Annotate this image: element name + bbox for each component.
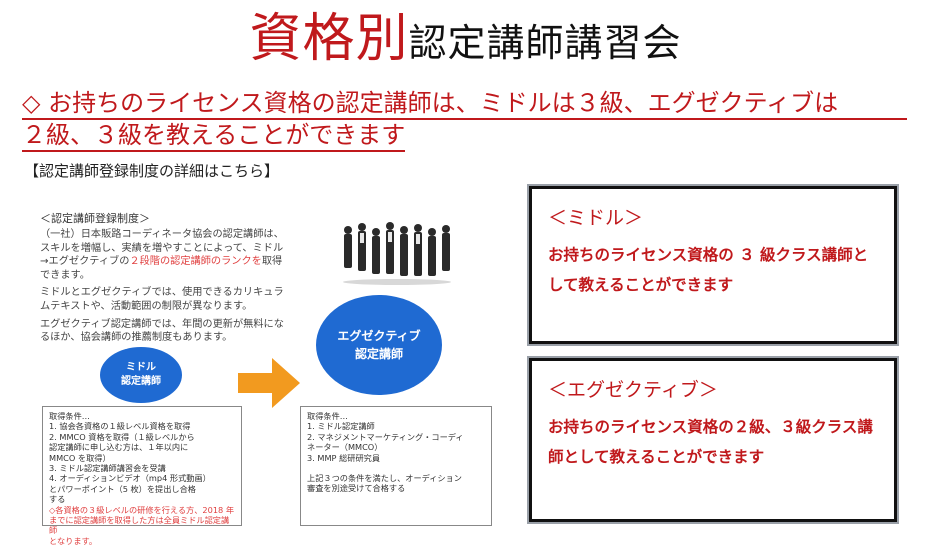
system-title: ＜認定講師登録制度＞ [40, 212, 150, 225]
headline-line2: ２級、３級を教えることができます [22, 120, 406, 152]
middle-box-body: お持ちのライセンス資格の ３ 級クラス講師として教えることができます [548, 246, 869, 294]
system-highlight: ２段階の認定講師のランクを [129, 256, 262, 268]
details-link[interactable]: 【認定講師登録制度の詳細はこちら】 [24, 162, 280, 180]
title-rest: 認定講師講習会 [408, 21, 682, 65]
middle-info-box: ＜ミドル＞ お持ちのライセンス資格の ３ 級クラス講師として教えることができます [527, 184, 899, 346]
middle-box-heading: ＜ミドル＞ [548, 207, 644, 229]
business-people-icon [343, 222, 451, 285]
middle-instructor-ellipse: ミドル認定講師 [100, 347, 182, 403]
executive-requirements: 取得条件… 1. ミドル認定講師 2. マネジメントマーケティング・コーディ ネ… [300, 406, 492, 526]
middle-requirements: 取得条件… 1. 協会各資格の１級レベル資格を取得 2. MMCO 資格を取得（… [42, 406, 242, 546]
executive-box-heading: ＜エグゼクティブ＞ [548, 379, 718, 401]
system-para3: エグゼクティブ認定講師では、年間の更新が無料になるほか、協会講師の推薦制度もあり… [40, 318, 284, 344]
executive-instructor-ellipse: エグゼクティブ認定講師 [316, 295, 442, 395]
page-title: 資格別認定講師講習会 [0, 0, 931, 71]
arrow-right-icon [238, 358, 300, 408]
system-text: （一社）日本販路コーディネータ協会の認定講師は、スキルを増幅し、実績を増やすこと… [40, 228, 290, 345]
executive-info-box: ＜エグゼクティブ＞ お持ちのライセンス資格の２級、３級クラス講師として教えること… [527, 356, 899, 524]
headline: ◇ お持ちのライセンス資格の認定講師は、ミドルは３級、エグゼクティブは ２級、３… [22, 88, 907, 152]
system-para2: ミドルとエグゼクティブでは、使用できるカリキュラムテキストや、活動範囲の制限が異… [40, 287, 284, 312]
headline-line1: ◇ お持ちのライセンス資格の認定講師は、ミドルは３級、エグゼクティブは [22, 88, 907, 120]
system-para1: （一社）日本販路コーディネータ協会の認定講師は、スキルを増幅し、実績を増やすこと… [40, 229, 284, 281]
executive-box-body: お持ちのライセンス資格の２級、３級クラス講師として教えることができます [548, 418, 873, 466]
title-emphasis: 資格別 [249, 9, 409, 69]
